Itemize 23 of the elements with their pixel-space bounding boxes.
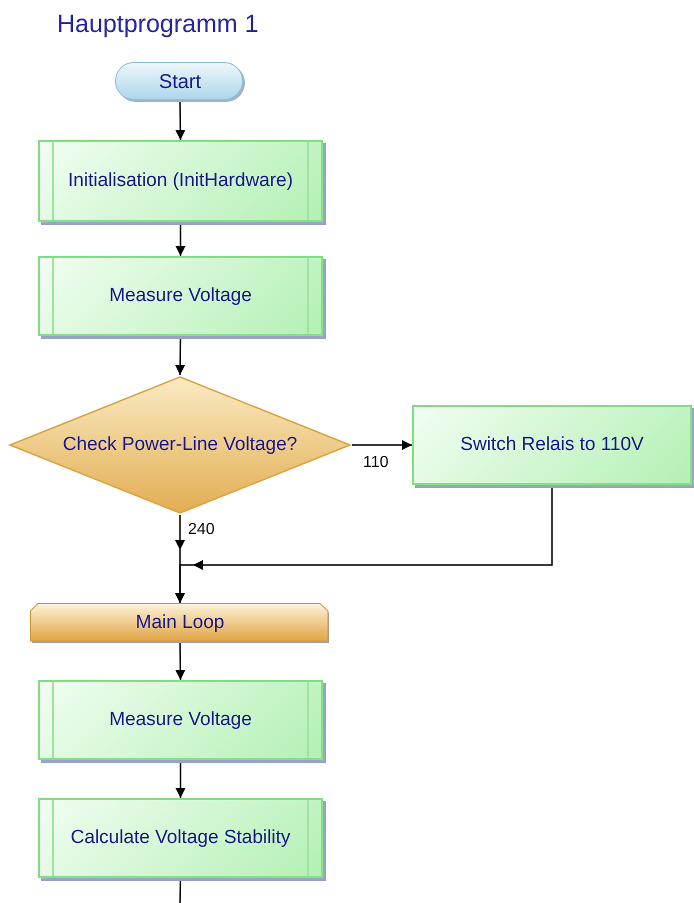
arrow [352, 440, 412, 450]
subroutine-box [38, 256, 323, 336]
arrow [175, 485, 553, 603]
node-label: Check Power-Line Voltage? [62, 432, 298, 457]
process-box [412, 405, 692, 485]
diagram-title: Hauptprogramm 1 [57, 10, 258, 39]
subroutine-box [38, 140, 323, 222]
loop-start-box [30, 603, 330, 643]
subroutine-box [38, 680, 323, 760]
node-label: Calculate Voltage Stability [70, 826, 292, 850]
node-label: Start [158, 70, 202, 95]
subroutine-box [38, 798, 323, 878]
arrow [176, 222, 186, 256]
node-label: Initialisation (InitHardware) [67, 168, 294, 193]
decision-diamond [8, 375, 352, 515]
arrow [176, 760, 186, 798]
arrow [175, 102, 186, 140]
node-label: Measure Voltage [108, 708, 253, 732]
node-label: Main Loop [134, 610, 226, 635]
node-label: Switch Relais to 110V [459, 432, 645, 457]
start-terminal [115, 62, 245, 102]
arrow [175, 642, 186, 680]
node-label: Measure Voltage [108, 284, 253, 308]
